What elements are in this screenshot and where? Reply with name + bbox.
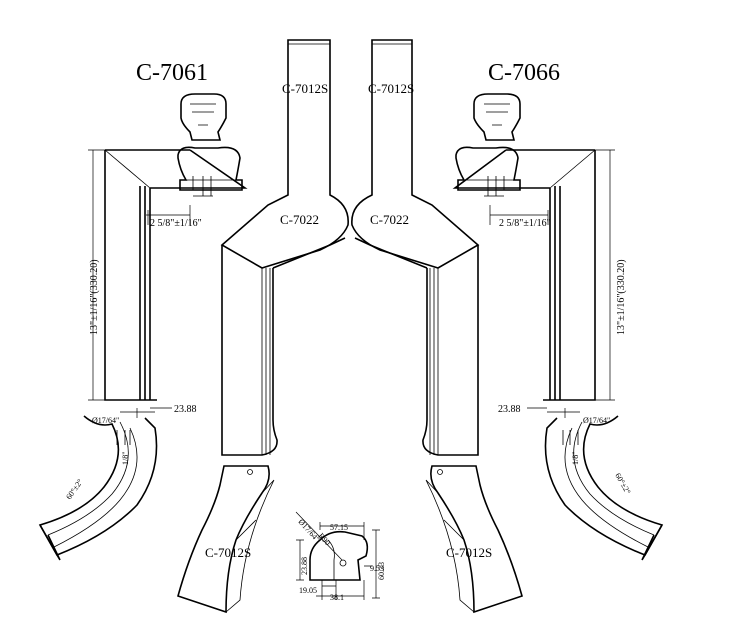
width-dim-left: 2 5/8"±1/16" xyxy=(150,218,202,229)
width-dim-right: 2 5/8"±1/16" xyxy=(499,218,551,229)
title-left: C-7061 xyxy=(136,60,208,86)
right-assembly: 13"±1/16"(330.20) 2 5/8"±1/16" 1/8" 23.8… xyxy=(452,93,664,561)
angle-dim-right: 60°±2° xyxy=(613,472,632,496)
part-top-right: C-7012S xyxy=(368,81,414,96)
part-bottom-left: C-7012S xyxy=(205,545,251,560)
profile-h-right: 60.33 xyxy=(377,562,386,580)
hole-dim-right: Ø17/64" xyxy=(583,416,610,425)
profile-h-right-top: 9.53 xyxy=(370,564,384,573)
title-right: C-7066 xyxy=(488,60,560,86)
hole-dim-left: Ø17/64" xyxy=(92,416,119,425)
height-dim-left: 13"±1/16"(330.20) xyxy=(89,259,100,335)
profile-w-bot1: 19.05 xyxy=(299,586,317,595)
center-left-column: C-7012S C-7022 C-7012S xyxy=(177,39,349,614)
center-right-column: C-7012S C-7022 C-7012S xyxy=(351,39,523,614)
profile-w-top: 57.15 xyxy=(330,523,348,532)
part-mid-right: C-7022 xyxy=(370,212,409,227)
angle-dim-left: 60°±2° xyxy=(64,477,84,501)
offset-dim-left: 23.88 xyxy=(174,404,197,415)
profile-h-left: 23.88 xyxy=(300,557,309,575)
height-dim-right: 13"±1/16"(330.20) xyxy=(616,259,627,335)
gap-dim-left: 1/8" xyxy=(121,452,130,466)
profile-w-bot2: 38.1 xyxy=(330,593,344,602)
gap-dim-right: 1/8" xyxy=(571,452,580,466)
part-bottom-right: C-7012S xyxy=(446,545,492,560)
profile-detail: 23.88 57.15 9.53 60.33 19.05 38.1 Ø17/64… xyxy=(295,511,386,602)
part-top-left: C-7012S xyxy=(282,81,328,96)
left-assembly: 13"±1/16"(330.20) 2 5/8"±1/16" 1/8" 23.8… xyxy=(38,93,248,561)
offset-dim-right: 23.88 xyxy=(498,404,521,415)
part-mid-left: C-7022 xyxy=(280,212,319,227)
